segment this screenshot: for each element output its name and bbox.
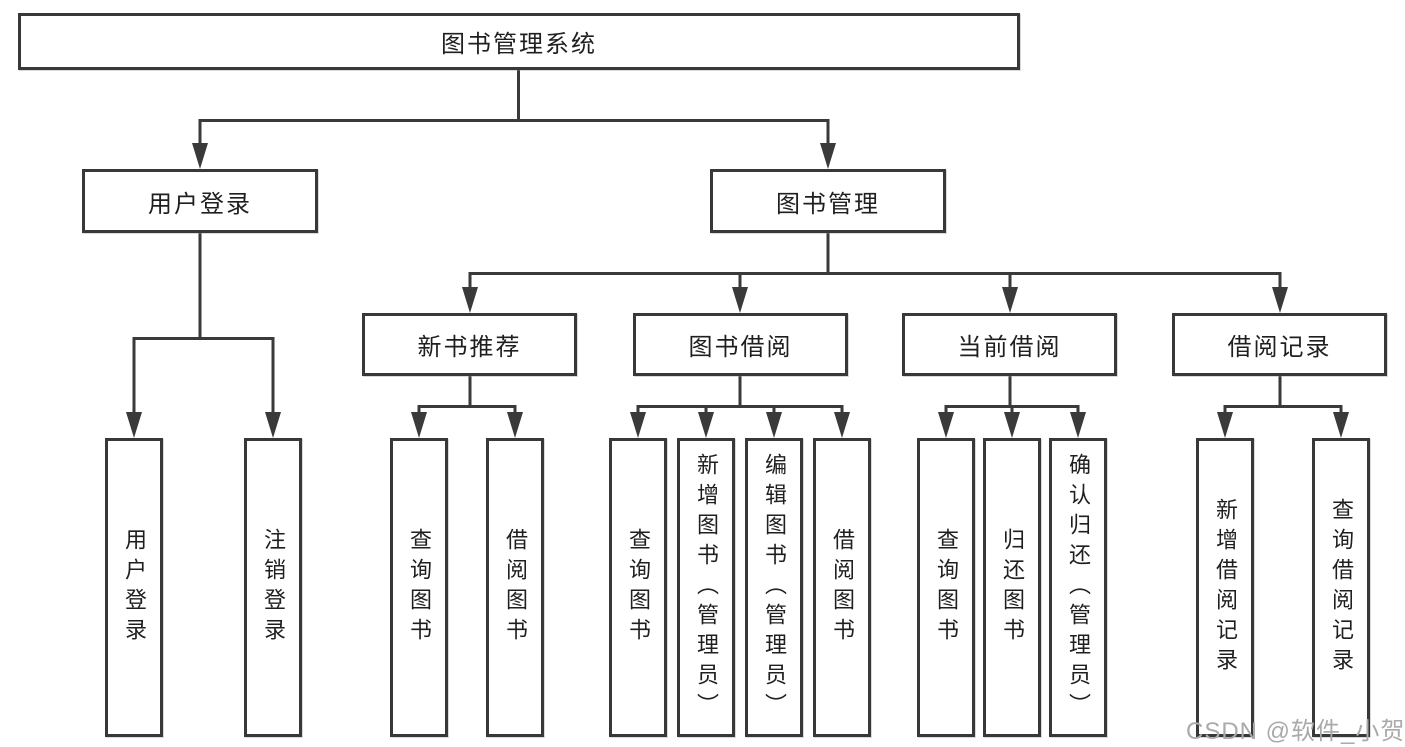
leaf-logout-label: 注销登录 <box>261 527 286 648</box>
node-current-borrow-label: 当前借阅 <box>957 334 1062 361</box>
leaf-user-login-label: 用户登录 <box>122 527 147 648</box>
leaf-logout: 注销登录 <box>244 438 302 737</box>
connector-user-login-arrowheads <box>126 412 281 438</box>
node-book-management-label: 图书管理 <box>776 190 880 218</box>
leaf-return-book: 归还图书 <box>983 438 1041 737</box>
leaf-query-borrow-record-label: 查询借阅记录 <box>1329 497 1354 678</box>
leaf-borrow-books-recommend-label: 借阅图书 <box>503 527 528 648</box>
leaf-user-login: 用户登录 <box>105 438 163 737</box>
node-root: 图书管理系统 <box>18 13 1020 70</box>
node-book-borrow: 图书借阅 <box>633 313 848 376</box>
connector-current-borrow-arrowheads <box>938 412 1086 438</box>
connector-book-borrow-arrowheads <box>630 412 850 438</box>
leaf-edit-book-admin: 编辑图书（管理员） <box>745 438 803 737</box>
connector-user-login-lines <box>132 231 275 413</box>
leaf-add-book-admin: 新增图书（管理员） <box>677 438 735 737</box>
connector-book-management-lines <box>468 231 1282 288</box>
leaf-query-books-borrow: 查询图书 <box>609 438 667 737</box>
leaf-query-books-current-label: 查询图书 <box>934 527 959 648</box>
node-root-label: 图书管理系统 <box>441 31 597 58</box>
node-book-borrow-label: 图书借阅 <box>688 334 793 361</box>
connector-borrow-records-lines <box>1223 374 1343 414</box>
connector-new-book-recommend-lines <box>417 374 517 414</box>
node-user-login-label: 用户登录 <box>148 190 252 218</box>
leaf-borrow-books-label: 借阅图书 <box>830 527 855 648</box>
connector-book-borrow-lines <box>636 374 844 414</box>
leaf-add-borrow-record-label: 新增借阅记录 <box>1213 497 1238 678</box>
node-new-book-recommend-label: 新书推荐 <box>417 334 522 361</box>
node-new-book-recommend: 新书推荐 <box>362 313 577 376</box>
leaf-borrow-books-recommend: 借阅图书 <box>486 438 544 737</box>
connector-book-management-arrowheads <box>462 287 1288 313</box>
node-borrow-records: 借阅记录 <box>1172 313 1387 376</box>
connector-root-arrowheads <box>192 143 836 169</box>
leaf-query-borrow-record: 查询借阅记录 <box>1312 438 1370 737</box>
leaf-query-books-current: 查询图书 <box>917 438 975 737</box>
connector-root-lines <box>198 68 830 144</box>
leaf-edit-book-admin-label: 编辑图书（管理员） <box>762 452 787 723</box>
connector-new-book-recommend-arrowheads <box>411 412 523 438</box>
leaf-return-book-label: 归还图书 <box>1000 527 1025 648</box>
leaf-query-books-recommend-label: 查询图书 <box>407 527 432 648</box>
watermark: CSDN @软件_小贺同学 <box>1186 718 1405 745</box>
connector-borrow-records-arrowheads <box>1217 412 1349 438</box>
leaf-query-books-borrow-label: 查询图书 <box>626 527 651 648</box>
leaf-borrow-books: 借阅图书 <box>813 438 871 737</box>
leaf-add-borrow-record: 新增借阅记录 <box>1196 438 1254 737</box>
node-borrow-records-label: 借阅记录 <box>1227 334 1332 361</box>
node-book-management: 图书管理 <box>710 169 946 233</box>
node-current-borrow: 当前借阅 <box>902 313 1117 376</box>
connector-current-borrow-lines <box>944 374 1080 414</box>
leaf-confirm-return-admin: 确认归还（管理员） <box>1049 438 1107 737</box>
leaf-add-book-admin-label: 新增图书（管理员） <box>694 452 719 723</box>
node-user-login: 用户登录 <box>82 169 318 233</box>
leaf-query-books-recommend: 查询图书 <box>390 438 448 737</box>
leaf-confirm-return-admin-label: 确认归还（管理员） <box>1066 452 1091 723</box>
